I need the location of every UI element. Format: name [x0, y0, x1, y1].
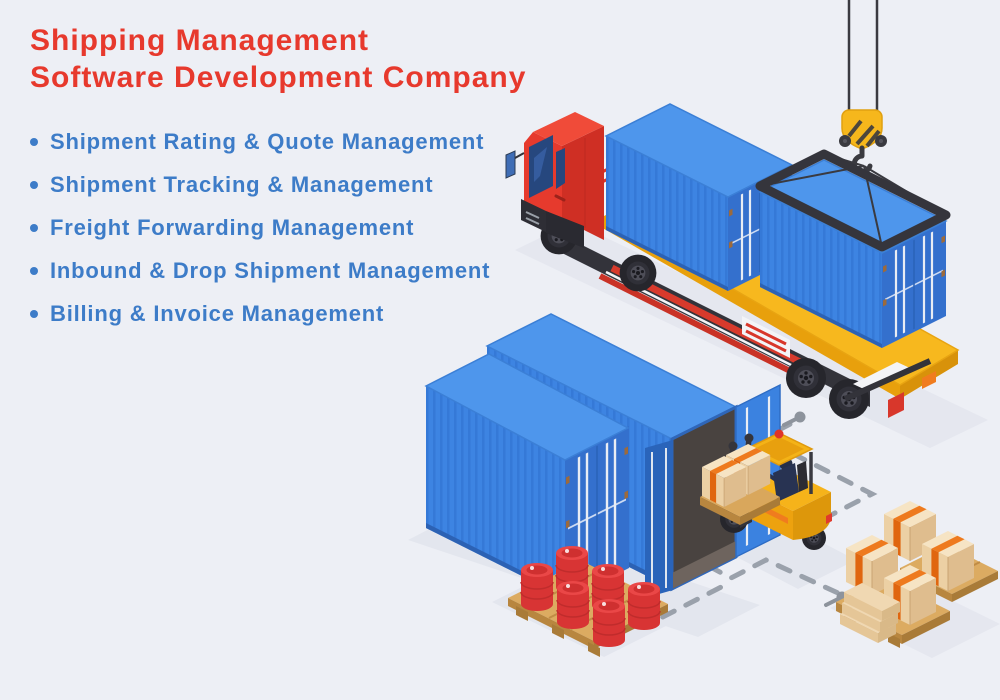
feature-item: Shipment Rating & Quote Management: [30, 120, 526, 163]
feature-label: Billing & Invoice Management: [50, 300, 385, 326]
barrel: [627, 581, 661, 631]
feature-item: Inbound & Drop Shipment Management: [30, 249, 526, 292]
feature-label: Inbound & Drop Shipment Management: [50, 257, 491, 283]
truck-wheel: [786, 358, 826, 398]
cargo-box-pallet: [836, 500, 998, 648]
route-pin-icon: [782, 409, 808, 427]
container-spreader-frame: [755, 149, 951, 252]
title-line-1: Shipping Management: [30, 24, 370, 57]
barrel: [520, 562, 554, 612]
hanging-container: [755, 149, 951, 348]
feature-label: Shipment Rating & Quote Management: [50, 128, 485, 154]
bullet-icon: [30, 223, 38, 232]
crane-hook-icon: [839, 109, 887, 175]
feature-item: Freight Forwarding Management: [30, 206, 526, 249]
crane-cables: [847, 0, 879, 117]
forklift: [700, 429, 832, 550]
side-mirror: [505, 150, 516, 179]
feature-item: Shipment Tracking & Management: [30, 163, 526, 206]
feature-item: Billing & Invoice Management: [30, 292, 526, 335]
container-door-open-left: [645, 440, 673, 598]
door-window: [556, 148, 565, 189]
feature-list: Shipment Rating & Quote Management Shipm…: [30, 120, 526, 335]
text-block: Shipping Management Software Development…: [30, 22, 526, 335]
feature-label: Shipment Tracking & Management: [50, 171, 434, 197]
truck-wheel: [619, 254, 657, 292]
feature-label: Freight Forwarding Management: [50, 214, 415, 240]
page-title: Shipping Management Software Development…: [30, 22, 526, 96]
barrel-pallet: [508, 545, 668, 657]
title-line-2: Software Development Company: [30, 61, 527, 94]
bullet-icon: [30, 137, 38, 146]
barrel: [556, 580, 590, 630]
truck-cab: [505, 112, 604, 248]
barrel: [592, 598, 626, 648]
bullet-icon: [30, 266, 38, 275]
crane: [755, 0, 951, 348]
bullet-icon: [30, 180, 38, 189]
beacon-light: [774, 429, 784, 439]
bullet-icon: [30, 309, 38, 318]
flat-box-stack: [840, 583, 900, 643]
